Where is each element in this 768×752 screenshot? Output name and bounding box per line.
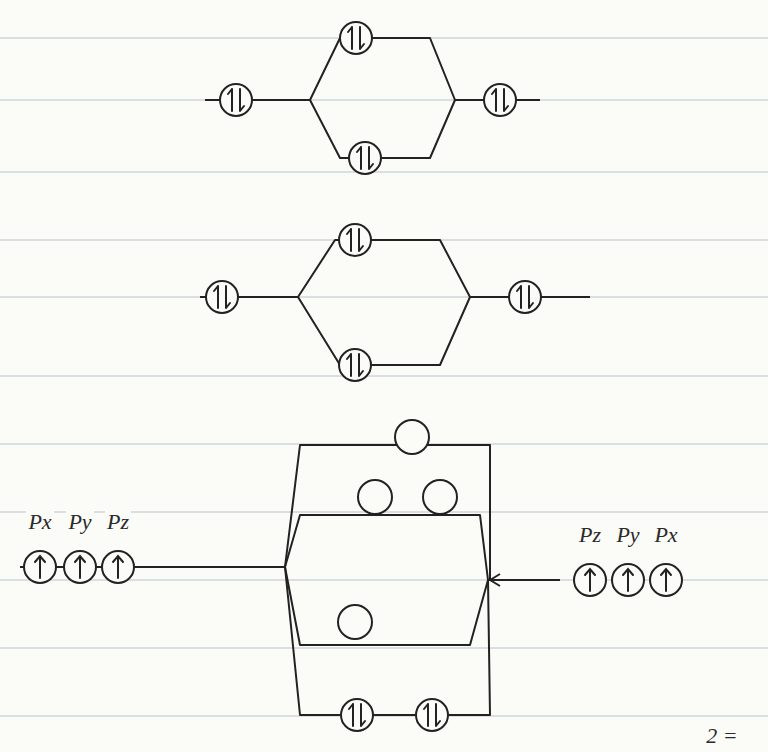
orbital-label: Pz xyxy=(577,523,603,547)
mo-lines xyxy=(20,38,590,715)
orbital-label: Px xyxy=(652,523,679,547)
orbital-label: Py xyxy=(614,523,641,547)
note-text: 2 = xyxy=(704,724,739,748)
orbital-label: Px xyxy=(26,510,53,534)
orbital-label: Pz xyxy=(105,510,131,534)
orbital-label: Py xyxy=(66,510,93,534)
ruled-lines xyxy=(0,38,768,716)
